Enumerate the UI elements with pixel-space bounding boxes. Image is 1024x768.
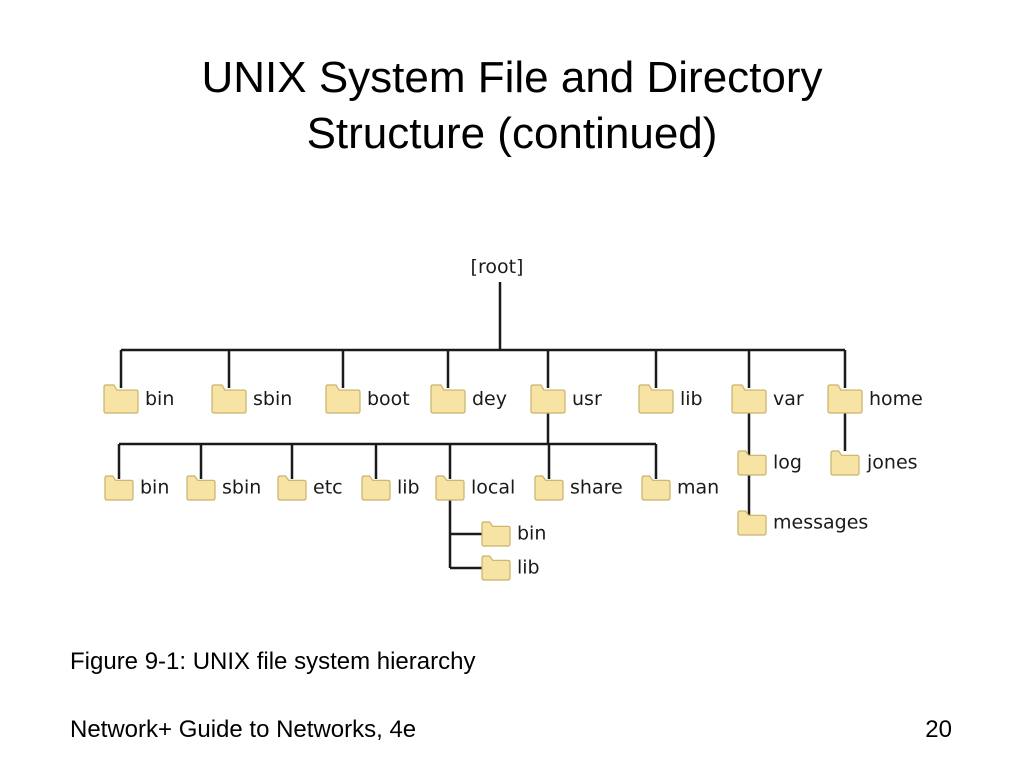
folder-boot-top-label: boot [367, 388, 410, 410]
folder-usr-top-label: usr [572, 388, 602, 410]
folder-usr-bin-label: bin [140, 476, 169, 498]
folder-usr-etc-label: etc [313, 476, 343, 498]
folder-home-jones: jones [830, 450, 918, 476]
folder-icon [186, 475, 216, 501]
folder-usr-share: share [534, 475, 623, 501]
folder-var-messages-label: messages [773, 511, 868, 533]
folder-usr-bin: bin [104, 475, 169, 501]
slide-title: UNIX System File and Directory Structure… [0, 50, 1024, 162]
page-number: 20 [925, 716, 952, 743]
folder-icon [731, 384, 767, 414]
folder-home-jones-label: jones [866, 451, 918, 473]
folder-icon [481, 555, 511, 581]
slide-title-line-1: UNIX System File and Directory [201, 53, 823, 102]
figure-caption: Figure 9-1: UNIX file system hierarchy [70, 648, 476, 675]
folder-icon [104, 475, 134, 501]
folder-icon [430, 384, 466, 414]
tree-nodes: [root] bin sbin boot dey usr lib var home bin sbin… [103, 256, 923, 581]
folder-usr-man: man [641, 475, 719, 501]
folder-icon [530, 384, 566, 414]
slide-title-line-2: Structure (continued) [306, 109, 718, 158]
folder-usr-top: usr [530, 384, 602, 414]
folder-icon [103, 384, 139, 414]
folder-usr-local: local [435, 475, 515, 501]
folder-var-top-label: var [773, 388, 804, 410]
folder-bin-top: bin [103, 384, 174, 414]
folder-icon [481, 521, 511, 547]
folder-var-top: var [731, 384, 804, 414]
folder-bin-top-label: bin [145, 388, 174, 410]
tree-connector-lines [117, 282, 847, 570]
folder-icon [641, 475, 671, 501]
folder-local-bin: bin [481, 521, 546, 547]
folder-boot-top: boot [325, 384, 410, 414]
folder-icon [737, 450, 767, 476]
folder-home-top-label: home [869, 388, 923, 410]
folder-dey-top: dey [430, 384, 507, 414]
folder-icon [827, 384, 863, 414]
folder-usr-lib: lib [361, 475, 420, 501]
folder-sbin-top-label: sbin [253, 388, 292, 410]
folder-icon [211, 384, 247, 414]
folder-var-log-label: log [773, 451, 802, 473]
folder-var-log: log [737, 450, 802, 476]
folder-icon [361, 475, 391, 501]
folder-icon [737, 510, 767, 536]
folder-local-bin-label: bin [517, 522, 546, 544]
folder-usr-etc: etc [277, 475, 343, 501]
footer-title: Network+ Guide to Networks, 4e [70, 716, 417, 743]
folder-usr-local-label: local [471, 476, 515, 498]
folder-icon [534, 475, 564, 501]
folder-dey-top-label: dey [472, 388, 507, 410]
root-label: [root] [471, 256, 524, 278]
folder-usr-sbin: sbin [186, 475, 261, 501]
folder-icon [277, 475, 307, 501]
folder-home-top: home [827, 384, 923, 414]
folder-local-lib-label: lib [517, 556, 540, 578]
folder-sbin-top: sbin [211, 384, 292, 414]
folder-icon [325, 384, 361, 414]
folder-usr-man-label: man [677, 476, 719, 498]
folder-local-lib: lib [481, 555, 540, 581]
folder-usr-lib-label: lib [397, 476, 420, 498]
folder-var-messages: messages [737, 510, 868, 536]
folder-lib-top: lib [638, 384, 703, 414]
folder-usr-sbin-label: sbin [222, 476, 261, 498]
folder-icon [830, 450, 860, 476]
folder-usr-share-label: share [570, 476, 623, 498]
folder-icon [435, 475, 465, 501]
folder-lib-top-label: lib [680, 388, 703, 410]
folder-icon [638, 384, 674, 414]
